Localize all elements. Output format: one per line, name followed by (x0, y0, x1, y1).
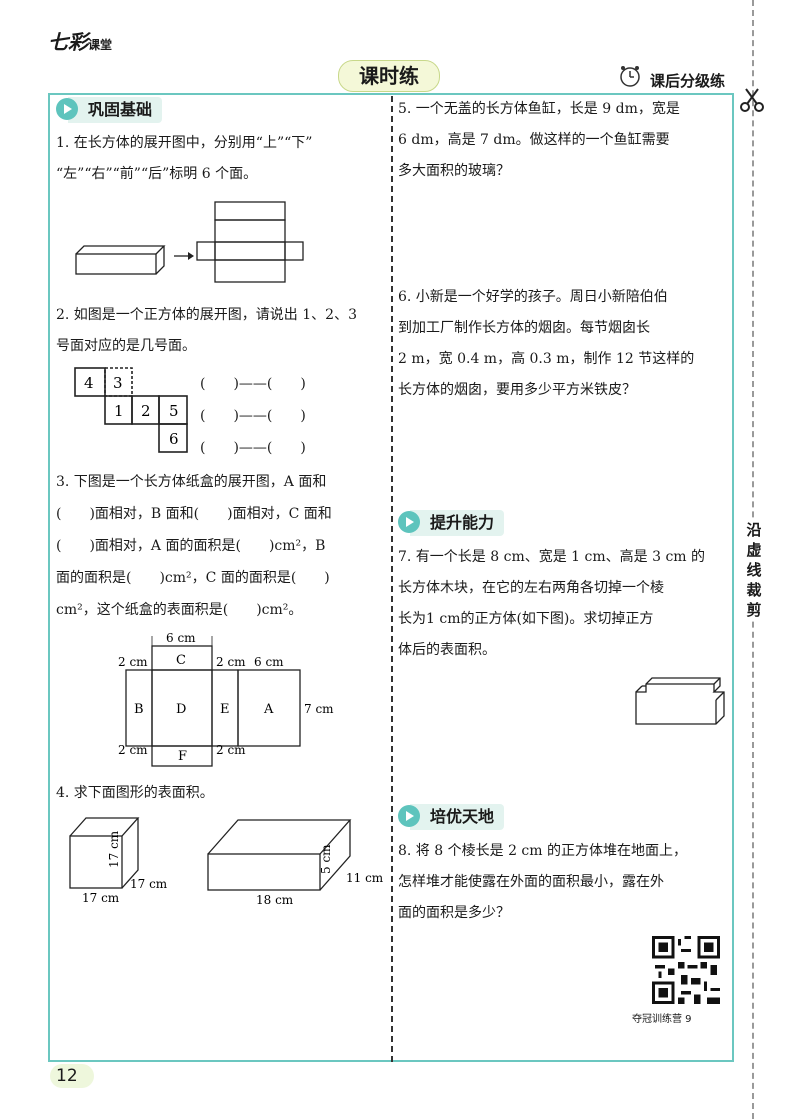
svg-text:2 cm: 2 cm (118, 655, 148, 669)
q4-figures: 17 cm 17 cm 17 cm 5 cm 11 cm 18 cm (69, 817, 384, 907)
svg-text:2 cm: 2 cm (118, 743, 148, 757)
question-6: 6. 小新是一个好学的孩子。周日小新陪伯伯 到加工厂制作长方体的烟囱。每节烟囱长… (398, 289, 695, 398)
question-2: 2. 如图是一个正方体的展开图，请说出 1、2、3 号面对应的是几号面。 (56, 307, 357, 354)
svg-text:D: D (176, 702, 186, 717)
question-5: 5. 一个无盖的长方体鱼缸，长是 9 dm，宽是 6 dm，高是 7 dm。做这… (398, 101, 680, 179)
svg-text:2 cm: 2 cm (216, 655, 246, 669)
header-rule (48, 93, 734, 95)
face-6: 6 (169, 430, 179, 448)
svg-text:C: C (176, 653, 186, 668)
svg-text:18 cm: 18 cm (256, 893, 294, 907)
question-1: 1. 在长方体的展开图中，分别用“上”“下” “左”“右”“前”“后”标明 6 … (56, 135, 313, 182)
svg-text:17 cm: 17 cm (107, 830, 121, 868)
section-improve: 提升能力 (398, 510, 538, 536)
brand-logo: 七彩课堂 (48, 30, 113, 54)
svg-text:17 cm: 17 cm (130, 877, 168, 891)
play-icon (56, 98, 78, 120)
qr-caption: 夺冠训练营 9 (632, 1014, 692, 1025)
page-number-badge (50, 1064, 94, 1088)
svg-text:E: E (220, 702, 230, 717)
question-3: 3. 下图是一个长方体纸盒的展开图，A 面和 ( )面相对，B 面和( )面相对… (56, 474, 332, 618)
face-5: 5 (169, 402, 179, 420)
svg-text:11 cm: 11 cm (346, 871, 384, 885)
face-3: 3 (113, 374, 123, 392)
q3-net: 6 cm 2 cm C 2 cm 6 cm B D E A 7 cm 2 cm … (118, 631, 334, 767)
svg-text:6 cm: 6 cm (166, 631, 196, 645)
svg-text:2 cm: 2 cm (216, 743, 246, 757)
q2-answers: ( )——( ) ( )——( ) ( )——( ) (200, 368, 360, 464)
q2-net: 4 3 1 2 5 6 (74, 367, 188, 453)
svg-text:7 cm: 7 cm (304, 702, 334, 716)
svg-text:B: B (134, 702, 144, 717)
svg-text:A: A (263, 702, 274, 717)
section-advanced: 培优天地 (398, 804, 538, 830)
svg-text:17 cm: 17 cm (82, 891, 120, 905)
clock-icon (620, 66, 640, 87)
question-7: 7. 有一个长是 8 cm、宽是 1 cm、高是 3 cm 的 长方体木块，在它… (398, 549, 706, 658)
face-1: 1 (114, 402, 124, 420)
face-2: 2 (141, 402, 151, 420)
section-basic: 巩固基础 (56, 97, 196, 123)
answer-blank[interactable]: ( )——( ) (200, 376, 306, 392)
page-title: 课时练 (338, 60, 440, 92)
question-4: 4. 求下面图形的表面积。 (56, 785, 214, 801)
svg-text:F: F (178, 749, 187, 764)
column-divider (391, 96, 393, 1062)
q7-figure (635, 677, 725, 725)
face-4: 4 (84, 374, 94, 392)
question-8: 8. 将 8 个棱长是 2 cm 的正方体堆在地面上， 怎样堆才能使露在外面的面… (398, 843, 687, 921)
page-number: 12 (56, 1066, 78, 1086)
qr-code-icon[interactable] (652, 936, 720, 1004)
svg-text:5 cm: 5 cm (319, 844, 333, 874)
svg-text:6 cm: 6 cm (254, 655, 284, 669)
answer-blank[interactable]: ( )——( ) (200, 440, 306, 456)
cut-instruction: 沿虚线裁剪 (742, 520, 766, 620)
level-tag: 课后分级练 (650, 72, 726, 90)
q1-figure (75, 201, 304, 283)
answer-blank[interactable]: ( )——( ) (200, 408, 306, 424)
play-icon (398, 511, 420, 533)
scissors-icon (740, 88, 764, 112)
play-icon (398, 805, 420, 827)
